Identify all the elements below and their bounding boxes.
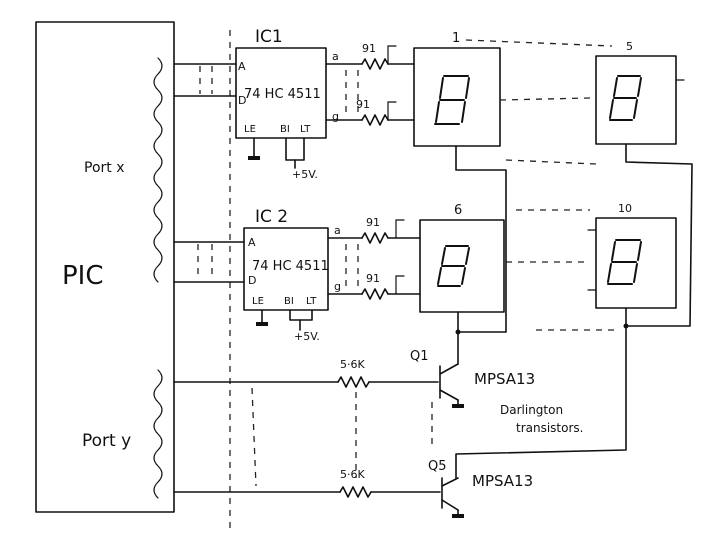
display-10-body <box>595 217 677 309</box>
ic2-test-point-g <box>395 275 405 295</box>
ic1-supply: +5V. <box>292 168 318 181</box>
display-5-digit <box>609 75 642 121</box>
display-chain-dash-mid <box>499 97 591 101</box>
display-chain-dash-bottom <box>505 159 597 165</box>
ic2-test-point-a <box>395 219 405 239</box>
port-x-label: Port x <box>84 160 125 176</box>
ic2-out-a-label: a <box>334 224 341 237</box>
ic1-pin-le: LE <box>244 124 256 135</box>
display-1-digit <box>434 75 470 125</box>
ic2-pin-d: D <box>248 274 256 287</box>
junction-dot-2 <box>455 329 461 335</box>
display-6-body <box>419 219 505 313</box>
ic2-pin-le: LE <box>252 296 264 307</box>
port-x-brace <box>153 57 163 283</box>
common-wire-10-q5 <box>455 325 627 479</box>
display-10-label: 10 <box>618 202 632 215</box>
q1-base-resistor-value: 5·6K <box>340 358 365 371</box>
ic2-resistor-g-value: 91 <box>366 272 380 285</box>
ic2-pin-bi: BI <box>284 296 294 307</box>
ic2-supply: +5V. <box>294 330 320 343</box>
ic1-pin-lt: LT <box>300 124 311 135</box>
ic1-test-point-a <box>387 45 397 65</box>
display-5-label: 5 <box>626 40 633 53</box>
q1-ground-symbol <box>452 404 464 408</box>
ic2-out-g-label: g <box>334 280 341 293</box>
ic1-name: IC1 <box>255 27 283 47</box>
darlington-note-2: transistors. <box>516 421 583 435</box>
ic2-pin-lt: LT <box>306 296 317 307</box>
ic1-resistor-a <box>361 58 389 70</box>
ic1-out-g-label: g <box>332 110 339 123</box>
ic1-part: 74 HC 4511 <box>244 87 321 102</box>
ic2-resistor-a <box>361 232 389 244</box>
display-chain-dash-top <box>465 39 613 47</box>
port-y-brace <box>153 369 163 499</box>
ic2-bi-lt-wire <box>289 309 313 321</box>
ic1-out-a-label: a <box>332 50 339 63</box>
pic-label: PIC <box>62 261 104 291</box>
port-y-label: Port y <box>82 431 131 451</box>
ic1-bi-lt-wire <box>285 137 305 161</box>
ic2-body <box>243 227 329 311</box>
ic1-test-point-g <box>387 101 397 121</box>
common-wire-1-6 <box>455 145 507 333</box>
ic1-pin-d: D <box>238 94 246 107</box>
display-1-body <box>413 47 501 147</box>
ic1-resistor-a-value: 91 <box>362 42 376 55</box>
q5-part: MPSA13 <box>472 472 533 490</box>
q1-emitter <box>439 389 459 401</box>
ic2-ground-symbol <box>256 322 268 326</box>
q5-ground-symbol <box>452 514 464 518</box>
display-5-body <box>595 55 677 145</box>
ic2-name: IC 2 <box>255 207 288 227</box>
ic1-pin-bi: BI <box>280 124 290 135</box>
q5-collector <box>441 477 459 487</box>
q1-label: Q1 <box>410 349 429 364</box>
q5-label: Q5 <box>428 459 447 474</box>
ic2-pin-a: A <box>248 236 256 249</box>
darlington-note-1: Darlington <box>500 403 563 417</box>
common-wire-5-10 <box>625 143 693 327</box>
ic1-pin-a: A <box>238 60 246 73</box>
ic1-ground-symbol <box>248 156 260 160</box>
ic1-resistor-g <box>361 114 389 126</box>
ic1-resistor-g-value: 91 <box>356 98 370 111</box>
q1-base-resistor <box>337 376 370 388</box>
ic2-resistor-a-value: 91 <box>366 216 380 229</box>
ic2-resistor-g <box>361 288 389 300</box>
display-1-label: 1 <box>452 31 460 46</box>
display-10-digit <box>607 239 642 285</box>
port-y-bus-dash <box>251 387 257 487</box>
q5-base-resistor <box>339 486 372 498</box>
q1-collector <box>439 363 459 375</box>
ic1-body <box>235 47 327 139</box>
display-6-digit <box>437 245 470 287</box>
display-6-label: 6 <box>454 203 462 218</box>
q5-emitter <box>441 499 459 511</box>
q5-base-resistor-value: 5·6K <box>340 468 365 481</box>
q1-part: MPSA13 <box>474 370 535 388</box>
junction-dot <box>623 323 629 329</box>
pic-block <box>35 21 175 513</box>
ic2-part: 74 HC 4511 <box>252 259 329 274</box>
